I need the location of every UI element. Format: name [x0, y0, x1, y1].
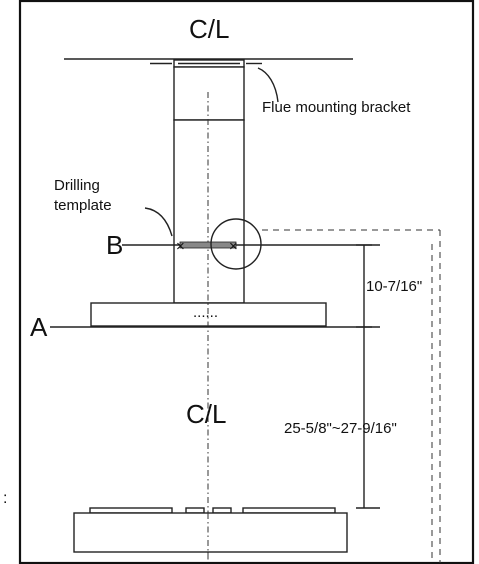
upper-chimney	[173, 66, 245, 121]
cooktop-knob-left	[185, 507, 205, 514]
drill-mark-right: ×	[229, 238, 238, 255]
lower-chimney	[173, 119, 245, 304]
diagram-frame	[18, 0, 475, 564]
drilling-template	[179, 241, 237, 249]
frame-marker: :	[3, 490, 7, 507]
drilling-leader	[144, 207, 173, 237]
drilling-label-line1: Drilling	[54, 177, 100, 194]
cooktop-burner-left	[89, 507, 173, 514]
bracket-leader	[257, 67, 279, 103]
drilling-label-line2: template	[54, 197, 112, 214]
drill-mark-left: ×	[176, 238, 185, 255]
dimension-upper-label: 10-7/16"	[366, 278, 422, 295]
point-b-label: B	[106, 230, 123, 260]
cooktop-burner-right	[242, 507, 336, 514]
detail-circle	[210, 218, 262, 270]
cooktop-knob-right	[212, 507, 232, 514]
point-a-label: A	[30, 312, 48, 342]
flue-bracket-label: Flue mounting bracket	[262, 99, 411, 116]
centerline-label-top: C/L	[189, 14, 229, 44]
dimension-lower-label: 25-5/8"~27-9/16"	[284, 420, 397, 437]
hood-vents: ......	[193, 304, 218, 321]
cooktop-body	[73, 512, 348, 553]
centerline-label-middle: C/L	[186, 399, 226, 429]
